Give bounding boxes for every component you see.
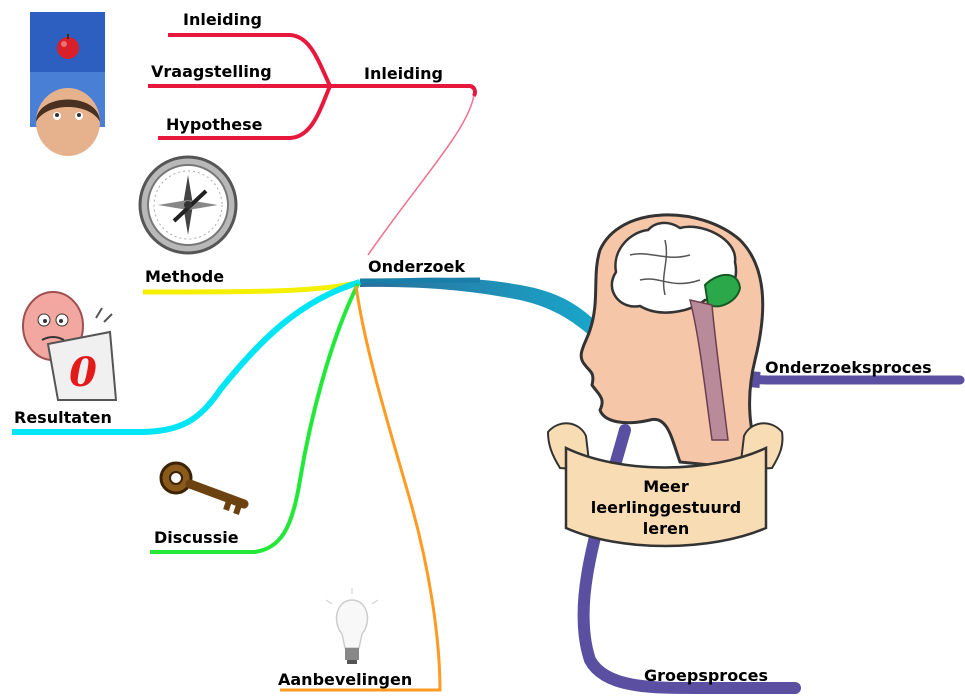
apple-on-head-icon (30, 12, 105, 156)
cartoon-zero-score-icon: 0 (23, 292, 116, 400)
label-resultaten[interactable]: Resultaten (14, 408, 112, 427)
central-topic-line-1[interactable]: Meer (643, 477, 689, 496)
brain-head-icon (548, 215, 783, 546)
key-icon (161, 463, 244, 514)
branch-onderzoek-underline (360, 280, 480, 281)
branch-inleiding-main (330, 86, 475, 96)
label-aanbevelingen[interactable]: Aanbevelingen (278, 670, 412, 689)
label-inleiding-group[interactable]: Inleiding (364, 64, 443, 83)
label-onderzoek[interactable]: Onderzoek (368, 257, 465, 276)
label-methode[interactable]: Methode (145, 267, 224, 286)
compass-icon (140, 157, 236, 253)
light-bulb-icon (326, 588, 378, 664)
label-groepsproces[interactable]: Groepsproces (644, 666, 768, 685)
label-vraagstelling[interactable]: Vraagstelling (151, 62, 272, 81)
central-topic-line-3[interactable]: leren (643, 519, 689, 538)
branch-inleiding-connector (368, 95, 474, 255)
branch-onderzoek (360, 278, 605, 343)
central-topic-line-2[interactable]: leerlinggestuurd (591, 498, 742, 517)
label-onderzoeksproces[interactable]: Onderzoeksproces (765, 358, 932, 377)
svg-text:0: 0 (69, 349, 97, 396)
branch-discussie (150, 284, 358, 552)
label-discussie[interactable]: Discussie (154, 528, 239, 547)
label-hypothese[interactable]: Hypothese (166, 115, 263, 134)
label-inleiding[interactable]: Inleiding (183, 10, 262, 29)
